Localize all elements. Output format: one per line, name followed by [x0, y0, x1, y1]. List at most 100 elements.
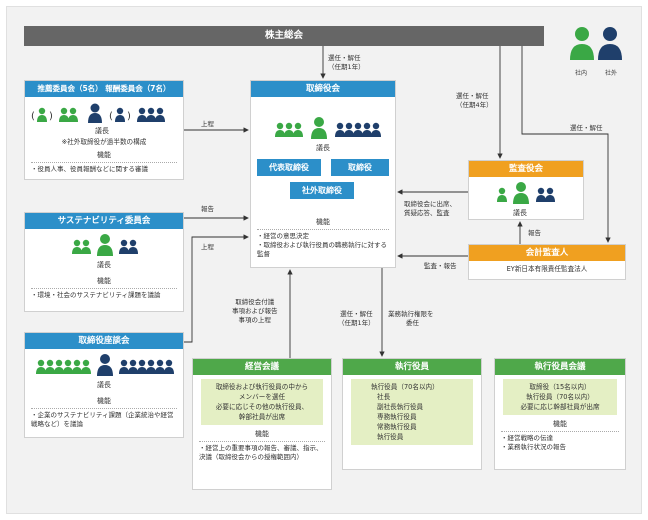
legend-outside-label: 社外 — [604, 70, 617, 77]
legend-people-icons — [570, 27, 622, 60]
board-member-icons — [275, 117, 381, 139]
management-desc-line: メンバーを選任 — [238, 393, 286, 401]
roundtable-submit-label: 上程 — [201, 243, 214, 251]
elect-audit-label: 選任・解任 （任期4年） — [456, 92, 493, 110]
sustainability-committee-title: サステナビリティ委員会 — [25, 213, 183, 229]
nomination-function-item: 役員人事、役員報酬などに関する審議 — [31, 165, 177, 174]
accounting-auditor-box: 会計監査人 EY新日本有限責任監査法人 — [468, 244, 626, 280]
svg-text:): ) — [127, 111, 131, 122]
label-line: 事項および報告 — [232, 307, 278, 315]
accounting-auditor-title: 会計監査人 — [469, 245, 625, 261]
label-line: 質疑応答、監査 — [404, 209, 450, 217]
officers-meeting-line: 執行役員（70名以内） — [526, 393, 594, 401]
roundtable-function-item: 企業のサステナビリティ課題（企業統治や経営戦略など）を議論 — [31, 411, 177, 429]
elect-officers-label: 選任・解任 （任期1年） — [338, 310, 375, 328]
elect-auditor-label: 選任・解任 — [570, 124, 603, 132]
nomination-function-list: 役員人事、役員報酬などに関する審議 — [25, 165, 183, 174]
shareholders-meeting-bar: 株主総会 — [24, 26, 544, 46]
label-line: 選任・解任 — [340, 310, 373, 318]
sustainability-function-item: 環境・社会のサステナビリティ課題を議論 — [31, 291, 177, 300]
executive-officers-list: 執行役員（70名以内） 社長 副社長執行役員 専務執行役員 常務執行役員 執行役… — [351, 379, 473, 445]
officers-meeting-line: 必要に応じ幹部社員が出席 — [520, 403, 600, 411]
management-function-item: 経営上の重要事項の報告、審議、指示、決議（取締役会からの授権範囲内） — [199, 444, 325, 462]
management-meeting-title: 経営会議 — [193, 359, 331, 375]
label-line: 選任・解任 — [456, 92, 489, 100]
nomination-function-title: 機能 — [97, 151, 111, 159]
sustainability-function-title: 機能 — [97, 277, 111, 285]
delegate-label: 業務執行権限を 委任 — [388, 310, 434, 328]
board-function-item: 取締役および執行役員の職務執行に対する監督 — [257, 241, 389, 259]
management-submit-label: 取締役会付議 事項および報告 事項の上程 — [232, 298, 278, 325]
audit-chair-label: 議長 — [513, 209, 527, 217]
management-function-list: 経営上の重要事項の報告、審議、指示、決議（取締役会からの授権範囲内） — [193, 444, 331, 462]
board-function-item: 経営の意思決定 — [257, 232, 389, 241]
roundtable-member-icons — [36, 354, 174, 376]
officers-line: 執行役員 — [377, 433, 404, 441]
svg-text:(: ( — [109, 111, 113, 122]
audit-board-box: 監査役会 議長 — [468, 160, 584, 220]
executive-officers-meeting-box: 執行役員会議 取締役（15名以内） 執行役員（70名以内） 必要に応じ幹部社員が… — [494, 358, 626, 470]
roundtable-function-title: 機能 — [97, 397, 111, 405]
sustainability-member-icons — [72, 234, 138, 256]
management-desc-line: 取締役および執行役員の中から — [215, 383, 309, 391]
nomination-chair-label: 議長 — [95, 127, 109, 135]
officers-line: 副社長執行役員 — [377, 403, 424, 411]
label-line: （任期1年） — [338, 319, 375, 327]
audit-board-title: 監査役会 — [469, 161, 583, 177]
roundtable-function-list: 企業のサステナビリティ課題（企業統治や経営戦略など）を議論 — [25, 411, 183, 429]
roundtable-title: 取締役座談会 — [25, 333, 183, 349]
sustainability-committee-box: サステナビリティ委員会 議長 機能 環境・社会のサステナビリティ課題を議論 — [24, 212, 184, 312]
label-line: 取締役会に出席、 — [404, 200, 456, 208]
officers-meeting-function-item: 業務執行状況の報告 — [501, 443, 619, 452]
svg-text:): ) — [49, 111, 53, 122]
officers-meeting-function-item: 経営戦略の伝達 — [501, 434, 619, 443]
legend-inside-label: 社内 — [574, 70, 587, 77]
label-line: （任期4年） — [456, 101, 493, 109]
auditor-report-label: 報告 — [528, 229, 541, 237]
nomination-member-icons: ( ) ( ) — [31, 103, 165, 123]
label-line: 委任 — [406, 319, 419, 327]
label-line: 取締役会付議 — [235, 298, 275, 306]
svg-text:(: ( — [31, 111, 35, 122]
legend: 社内 社外 — [566, 24, 626, 77]
roundtable-chair-label: 議長 — [97, 381, 111, 389]
nomination-committee-title: 推薦委員会（5名） 報酬委員会（7名） — [25, 81, 183, 97]
audit-report-label: 監査・報告 — [424, 262, 457, 270]
management-desc-line: 幹部社員が出席 — [238, 413, 286, 421]
sustainability-report-label: 報告 — [201, 205, 214, 213]
executive-officers-title: 執行役員 — [343, 359, 481, 375]
label-line: （任期1年） — [328, 63, 365, 71]
elect-board-label: 選任・解任 （任期1年） — [328, 54, 365, 72]
board-function-title: 機能 — [316, 218, 330, 226]
management-meeting-box: 経営会議 取締役および執行役員の中から メンバーを選任 必要に応じその他の執行役… — [192, 358, 332, 490]
officers-line: 執行役員（70名以内） — [371, 383, 439, 391]
management-function-title: 機能 — [255, 430, 269, 438]
executive-officers-meeting-title: 執行役員会議 — [495, 359, 625, 375]
outside-director-button: 社外取締役 — [290, 182, 354, 199]
label-line: 業務執行権限を — [388, 310, 434, 318]
executive-officers-meeting-desc: 取締役（15名以内） 執行役員（70名以内） 必要に応じ幹部社員が出席 — [503, 379, 617, 415]
executive-officers-box: 執行役員 執行役員（70名以内） 社長 副社長執行役員 専務執行役員 常務執行役… — [342, 358, 482, 470]
accounting-auditor-name: EY新日本有限責任監査法人 — [506, 265, 588, 273]
sustainability-chair-label: 議長 — [97, 261, 111, 269]
board-of-directors-box: 取締役会 議長 機能 経営の意思決定 取締役および執行役員の職務執行に対する監督 — [250, 80, 396, 268]
nomination-committee-box: 推薦委員会（5名） 報酬委員会（7名） ( ) ( ) 議長 ※社外取締役が過半… — [24, 80, 184, 180]
nomination-members: ( ) ( ) — [25, 102, 183, 124]
roundtable-box: 取締役座談会 議長 機能 企業のサステナビリティ課題（企業統治や経営戦略など）を… — [24, 332, 184, 438]
label-line: 事項の上程 — [238, 316, 272, 324]
officers-line: 専務執行役員 — [377, 413, 417, 421]
officers-meeting-function-list: 経営戦略の伝達 業務執行状況の報告 — [495, 434, 625, 452]
board-chair-label: 議長 — [316, 144, 330, 152]
nomination-note: ※社外取締役が過半数の構成 — [61, 138, 147, 146]
board-function-list: 経営の意思決定 取締役および執行役員の職務執行に対する監督 — [251, 232, 395, 259]
sustainability-function-list: 環境・社会のサステナビリティ課題を議論 — [25, 291, 183, 300]
audit-member-icons — [497, 182, 555, 204]
nomination-submit-label: 上程 — [201, 120, 214, 128]
director-button: 取締役 — [331, 159, 389, 176]
officers-line: 常務執行役員 — [377, 423, 417, 431]
audit-attend-label: 取締役会に出席、 質疑応答、監査 — [404, 200, 456, 218]
officers-meeting-line: 取締役（15名以内） — [529, 383, 591, 391]
officers-meeting-function-title: 機能 — [553, 420, 567, 428]
officers-line: 社長 — [377, 393, 391, 401]
representative-director-button: 代表取締役 — [257, 159, 321, 176]
